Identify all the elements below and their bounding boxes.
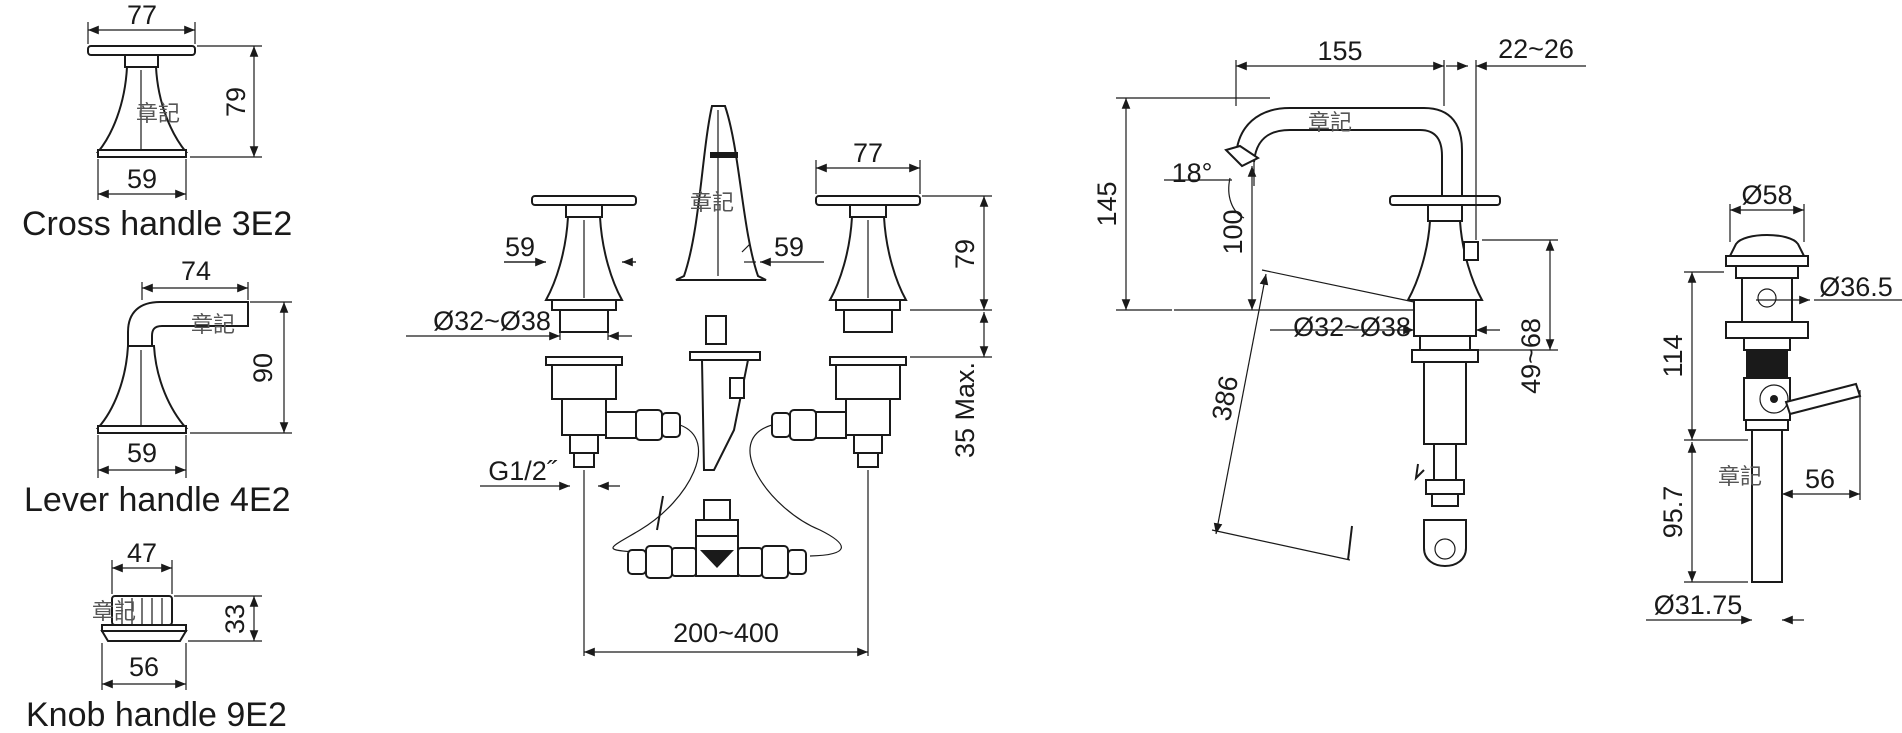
drain-top-dim: Ø58: [1741, 180, 1792, 210]
drain-lever-dim: 56: [1805, 464, 1835, 494]
front-top-dim: 77: [853, 138, 883, 168]
side-deck-dim: 49~68: [1516, 318, 1546, 394]
front-height-dim: 79: [950, 239, 980, 269]
side-clearance-dim: 100: [1218, 209, 1248, 254]
knob-top-dim: 47: [127, 538, 157, 568]
watermark-knob: 章記: [92, 600, 136, 625]
side-total-dim: 145: [1092, 181, 1122, 226]
cross-base-dim: 59: [127, 164, 157, 194]
front-left-base-dim: 59: [505, 232, 535, 262]
watermark-cross: 章記: [136, 102, 180, 127]
knob-handle-drawing: 47 33 56 章記 Knob handle 9E2: [26, 538, 287, 733]
front-spread-dim: 200~400: [673, 618, 779, 648]
drain-drawing: Ø58 Ø36.5 114 95.7 56 Ø31.75 章記: [1646, 180, 1902, 625]
watermark-side: 章記: [1308, 111, 1352, 136]
lever-handle-drawing: 74 90 59 章記 Lever handle 4E2: [24, 256, 292, 519]
drain-flange-dim: Ø36.5: [1819, 272, 1893, 302]
lever-top-dim: 74: [181, 256, 211, 286]
drain-upper-dim: 114: [1658, 334, 1688, 377]
watermark-front: 章記: [690, 191, 734, 216]
front-thread-dim: G1/2˝: [488, 456, 558, 486]
lever-height-dim: 90: [248, 353, 278, 383]
knob-handle-caption: Knob handle 9E2: [26, 696, 287, 733]
watermark-lever: 章記: [191, 313, 235, 338]
front-view-drawing: 200~400 59 59 77 79 35 Max. Ø32~Ø38: [406, 105, 992, 657]
lever-base-dim: 59: [127, 438, 157, 468]
front-right-base-dim: 59: [774, 232, 804, 262]
side-hole-dim: Ø32~Ø38: [1293, 312, 1411, 342]
side-reach-dim: 155: [1317, 36, 1362, 66]
front-hole-dim: Ø32~Ø38: [433, 306, 551, 336]
side-angle-dim: 18°: [1172, 158, 1213, 188]
knob-height-dim: 33: [220, 604, 250, 634]
cross-height-dim: 79: [221, 87, 251, 117]
knob-base-dim: 56: [129, 652, 159, 682]
front-max-dim: 35 Max.: [950, 362, 980, 458]
watermark-drain: 章記: [1718, 465, 1762, 490]
cross-top-dim: 77: [127, 0, 157, 30]
lever-handle-caption: Lever handle 4E2: [24, 481, 291, 519]
side-offset-dim: 22~26: [1498, 34, 1574, 64]
side-view-drawing: 155 22~26 145 100 18° Ø32~Ø38 49~68 386 …: [1092, 34, 1586, 568]
cross-handle-drawing: 77 79 59 章記 Cross handle 3E2: [22, 0, 292, 243]
cross-handle-caption: Cross handle 3E2: [22, 205, 292, 243]
drain-lower-dim: 95.7: [1658, 486, 1688, 539]
drain-tail-dim: Ø31.75: [1654, 590, 1743, 620]
